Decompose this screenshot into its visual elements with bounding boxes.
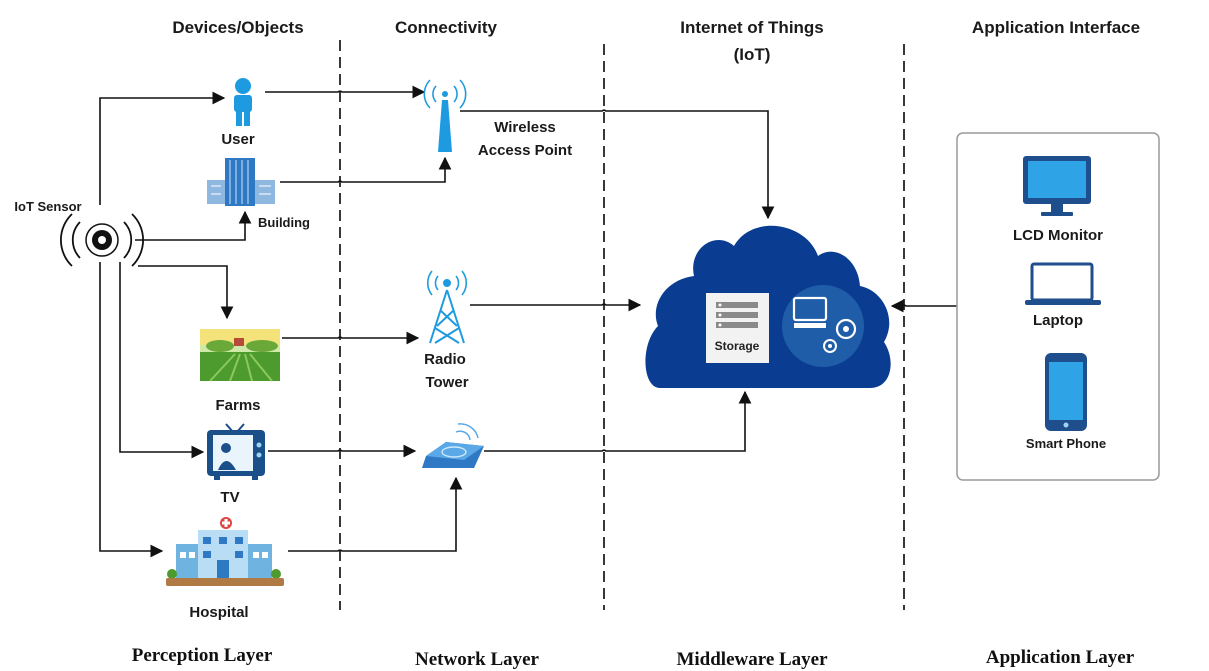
header-connectivity: Connectivity — [395, 18, 498, 37]
sensor-label: IoT Sensor — [14, 199, 81, 214]
application-panel — [956, 132, 1160, 481]
radio-label-line2: Tower — [425, 374, 468, 391]
header-application: Application Interface — [972, 18, 1140, 37]
connector-sensor-farms — [138, 265, 234, 320]
building-icon — [207, 158, 275, 206]
radio-label-line1: Radio — [424, 351, 466, 368]
connector-tv-router — [268, 444, 417, 458]
radio-tower-icon — [426, 270, 468, 344]
layer-middleware: Middleware Layer — [676, 649, 828, 670]
connector-user-wireless — [265, 85, 426, 99]
smart-phone-icon — [1045, 353, 1087, 431]
hospital-icon — [166, 517, 284, 586]
farms-label: Farms — [215, 397, 260, 414]
laptop-icon — [1025, 262, 1101, 305]
connector-hospital-router — [288, 476, 463, 552]
storage-icon — [706, 293, 769, 363]
wireless-access-point-icon — [423, 79, 467, 152]
connector-sensor-hospital — [99, 262, 164, 558]
farms-icon — [200, 329, 280, 382]
smart-phone-label: Smart Phone — [1026, 436, 1106, 451]
wireless-label-line2: Access Point — [478, 142, 572, 159]
connector-sensor-building — [135, 210, 252, 241]
laptop-label: Laptop — [1033, 312, 1083, 329]
hospital-label: Hospital — [189, 604, 248, 621]
connector-building-wireless — [280, 156, 452, 183]
connector-app-cloud — [890, 299, 957, 313]
tv-label: TV — [220, 489, 239, 506]
connector-wireless-cloud — [460, 109, 775, 220]
router-icon — [422, 423, 484, 468]
connector-router-cloud — [484, 390, 752, 452]
lcd-monitor-label: LCD Monitor — [1013, 227, 1103, 244]
header-iot-line2: (IoT) — [734, 45, 771, 64]
layer-application: Application Layer — [986, 647, 1135, 668]
connector-sensor-tv — [119, 262, 205, 459]
computer-gear-icon — [782, 285, 864, 367]
header-devices: Devices/Objects — [172, 18, 303, 37]
header-iot-line1: Internet of Things — [680, 18, 824, 37]
lcd-monitor-icon — [1023, 156, 1091, 216]
storage-label: Storage — [715, 339, 760, 353]
layer-perception: Perception Layer — [132, 645, 273, 666]
wireless-label-line1: Wireless — [494, 119, 556, 136]
connector-sensor-user — [99, 91, 226, 205]
tv-icon — [207, 423, 265, 480]
building-label: Building — [258, 215, 310, 230]
layer-network: Network Layer — [415, 649, 540, 670]
connector-radio-cloud — [470, 298, 642, 312]
connector-farms-radio — [282, 331, 420, 345]
user-label: User — [221, 131, 255, 148]
user-icon — [234, 78, 252, 126]
sensor-icon — [60, 213, 144, 267]
